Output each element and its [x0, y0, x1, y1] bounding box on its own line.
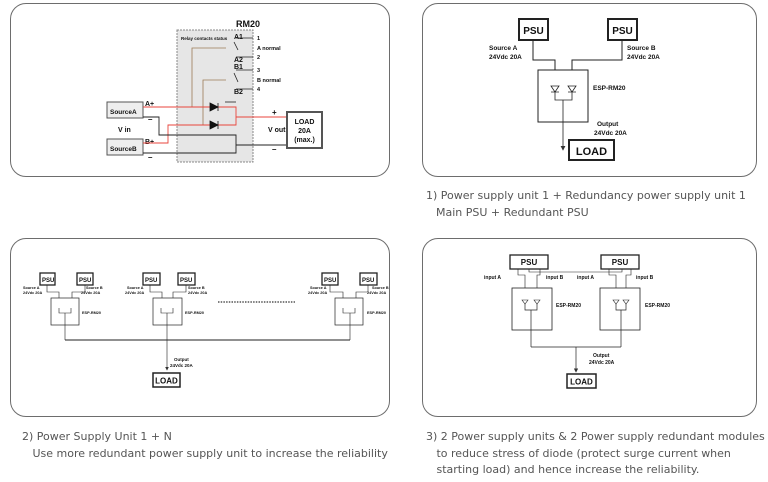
rm20-module-box	[176, 29, 254, 163]
output-label: Output	[174, 357, 189, 362]
esp-rm20-label: ESP-RM20	[185, 311, 204, 315]
a-plus: A+	[145, 101, 154, 108]
psu-label: PSU	[145, 278, 157, 284]
caption-line: to reduce stress of diode (protect surge…	[426, 446, 731, 460]
esp-rm20-label-2: ESP-RM20	[645, 303, 670, 309]
esp-rm20-label: ESP-RM20	[593, 85, 626, 92]
source-a-label: Source A	[310, 286, 327, 290]
b-normal-label: B normal	[257, 78, 281, 84]
psu-label: PSU	[362, 278, 374, 284]
source-b-rating: 24Vdc 20A	[367, 291, 386, 295]
load-label: LOAD	[155, 377, 178, 386]
vout-label: V out	[268, 127, 286, 134]
a-normal-label: A normal	[257, 46, 281, 52]
source-a-rating: 24Vdc 20A	[308, 291, 327, 295]
output-label: Output	[593, 353, 610, 359]
psu-2-box	[600, 254, 640, 270]
terminal-2: 2	[257, 55, 260, 61]
rm20-label: RM20	[236, 19, 260, 29]
caption-config-3: 3) 2 Power supply units & 2 Power supply…	[426, 429, 765, 479]
group-1: PSU PSU Source A 24Vdc 20A Source B 24Vd…	[23, 272, 103, 340]
vout-plus: +	[272, 108, 277, 117]
source-b-rating: 24Vdc 20A	[188, 291, 207, 295]
source-a-rating: 24Vdc 20A	[489, 54, 522, 61]
source-b-label: Source B	[627, 45, 656, 52]
caption-line: Main PSU + Redundant PSU	[436, 205, 589, 219]
vin-label: V in	[118, 127, 131, 134]
load-label: LOAD	[576, 146, 607, 158]
source-a-label: Source A	[489, 45, 518, 52]
psu-label: PSU	[180, 278, 192, 284]
config-2-diagram: PSU PSU Source A 24Vdc 20A Source B 24Vd…	[23, 272, 389, 388]
load-max: (max.)	[294, 137, 315, 144]
load-box	[566, 373, 597, 389]
b-minus: –	[148, 153, 153, 162]
esp-rm20-box-1	[511, 287, 553, 331]
psu-a-label: PSU	[523, 26, 544, 37]
caption-line: 1) Power supply unit 1 + Redundancy powe…	[426, 189, 746, 202]
contact-b2: B2	[234, 89, 243, 96]
a-minus: –	[148, 115, 153, 124]
panel-config-2	[10, 238, 390, 417]
group-2: PSU PSU Source A 24Vdc 20A Source B 24Vd…	[125, 272, 207, 370]
psu-b-label: PSU	[612, 26, 633, 37]
esp-rm20-label: ESP-RM20	[367, 311, 386, 315]
source-b-label: Source B	[188, 286, 205, 290]
terminal-4: 4	[257, 87, 261, 93]
load-current: 20A	[298, 128, 311, 135]
psu-1-label: PSU	[521, 258, 538, 267]
source-a-label: Source A	[23, 286, 40, 290]
source-b-label: SourceB	[110, 146, 137, 153]
contact-a2: A2	[234, 57, 243, 64]
input-b-label-2: input B	[636, 275, 654, 281]
psu-label: PSU	[324, 278, 336, 284]
contact-a1: A1	[234, 34, 243, 41]
source-b-box	[106, 138, 144, 156]
esp-rm20-label-1: ESP-RM20	[556, 303, 581, 309]
contact-b1: B1	[234, 64, 243, 71]
load-box	[568, 139, 615, 161]
load-box	[152, 372, 181, 388]
config-3-diagram: PSU PSU input A input B input A input B …	[484, 254, 670, 389]
caption-line: starting load) and hence increase the re…	[426, 463, 700, 476]
load-label: LOAD	[295, 119, 315, 126]
caption-line: 3) 2 Power supply units & 2 Power supply…	[426, 430, 765, 443]
input-a-label: input A	[484, 275, 501, 281]
caption-line: Use more redundant power supply unit to …	[22, 446, 388, 460]
load-label: LOAD	[570, 378, 593, 387]
output-label: Output	[597, 121, 619, 128]
output-rating: 24Vdc 20A	[589, 360, 615, 366]
caption-config-1: 1) Power supply unit 1 + Redundancy powe…	[426, 188, 746, 221]
terminal-1: 1	[257, 36, 260, 42]
source-b-rating: 24Vdc 20A	[627, 54, 660, 61]
b-plus: B+	[145, 139, 154, 146]
source-a-rating: 24Vdc 20A	[23, 291, 42, 295]
output-rating: 24Vdc 20A	[594, 130, 627, 137]
esp-rm20-box-2	[599, 287, 641, 331]
source-a-rating: 24Vdc 20A	[125, 291, 144, 295]
source-b-rating: 24Vdc 20A	[81, 291, 100, 295]
input-b-label: input B	[546, 275, 564, 281]
vout-minus: –	[272, 145, 277, 154]
esp-rm20-label: ESP-RM20	[82, 311, 101, 315]
basic-wiring-diagram: RM20 Relay contacts status A1 A2 B1 B2 1…	[106, 19, 323, 163]
source-a-box	[106, 101, 144, 119]
psu-label: PSU	[42, 278, 54, 284]
output-rating: 24Vdc 20A	[170, 363, 194, 368]
source-a-label: Source A	[127, 286, 144, 290]
psu-2-label: PSU	[612, 258, 629, 267]
input-a-label-2: input A	[577, 275, 594, 281]
source-a-label: SourceA	[110, 109, 137, 116]
group-n: PSU PSU Source A 24Vdc 20A Source B 24Vd…	[308, 272, 389, 340]
relay-status-label: Relay contacts status	[181, 36, 228, 41]
terminal-3: 3	[257, 68, 260, 74]
caption-config-2: 2) Power Supply Unit 1 + N Use more redu…	[22, 429, 388, 462]
source-b-label: Source B	[372, 286, 389, 290]
caption-line: 2) Power Supply Unit 1 + N	[22, 430, 172, 443]
load-box	[286, 111, 323, 149]
psu-label: PSU	[79, 278, 91, 284]
source-b-label: Source B	[86, 286, 103, 290]
config-1-diagram: PSU PSU Source A 24Vdc 20A Source B 24Vd…	[489, 18, 660, 161]
